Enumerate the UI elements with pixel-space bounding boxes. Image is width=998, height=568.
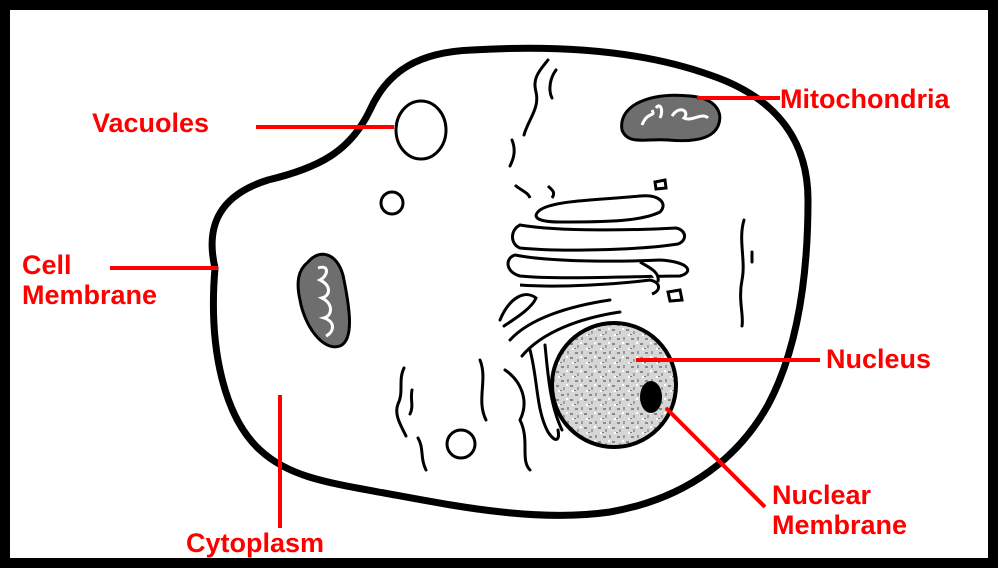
vacuole-large: [396, 101, 446, 159]
label-mitochondria: Mitochondria: [780, 84, 950, 114]
label-nucleus: Nucleus: [826, 344, 931, 374]
label-nuclear-membrane-line1: Nuclear: [772, 480, 907, 510]
label-cytoplasm: Cytoplasm: [186, 528, 324, 558]
label-vacuoles: Vacuoles: [92, 108, 209, 138]
label-nuclear-membrane: Nuclear Membrane: [772, 480, 907, 540]
mitochondrion-top: [622, 95, 720, 140]
vacuole-small: [381, 192, 403, 214]
label-cell-membrane: Cell Membrane: [22, 250, 157, 310]
nucleolus: [640, 381, 662, 413]
vacuole-bottom: [447, 430, 475, 458]
label-cell-membrane-line1: Cell: [22, 250, 157, 280]
label-cell-membrane-line2: Membrane: [22, 280, 157, 310]
label-nuclear-membrane-line2: Membrane: [772, 510, 907, 540]
diagram-panel: Vacuoles Mitochondria Cell Membrane Nucl…: [10, 10, 988, 558]
